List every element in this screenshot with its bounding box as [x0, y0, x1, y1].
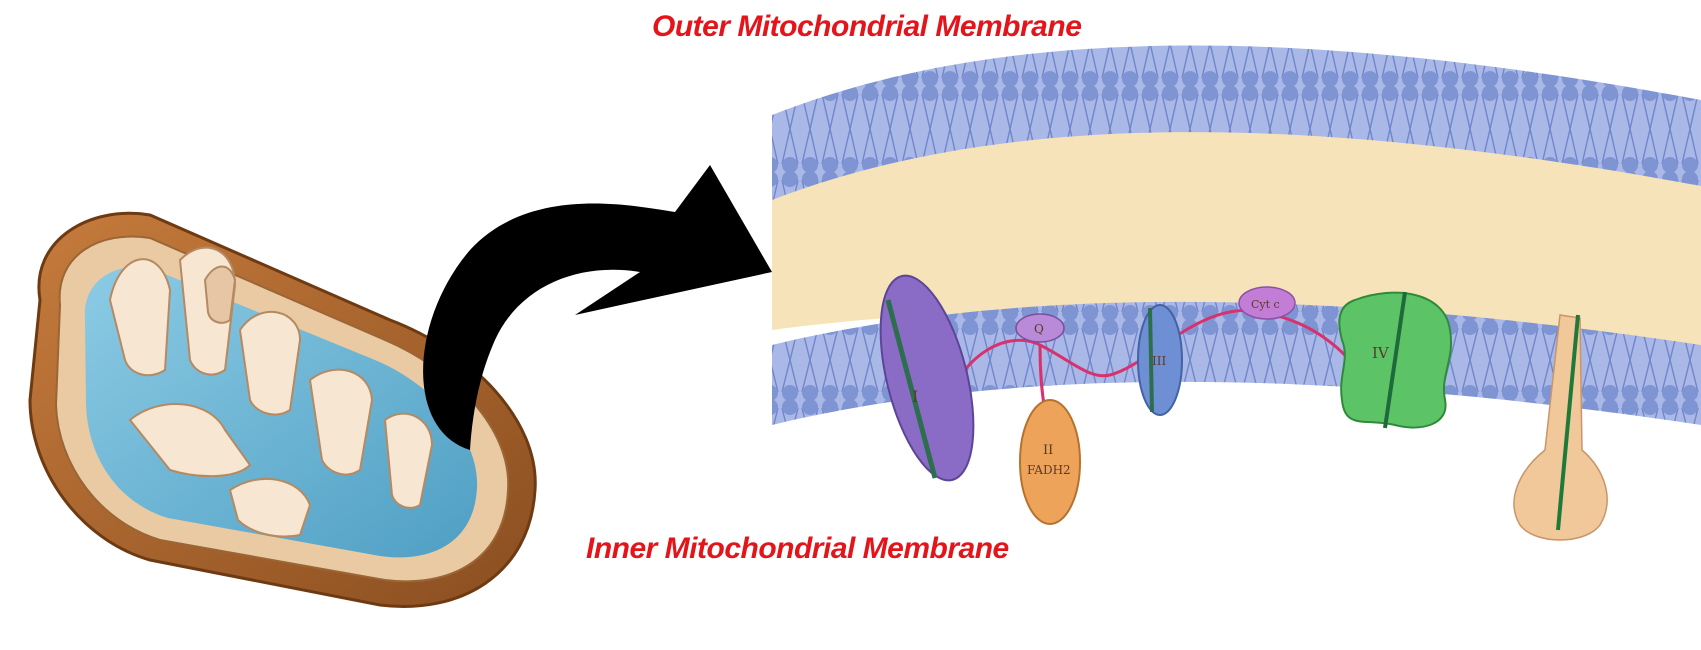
- complex-IV: IV: [1339, 292, 1451, 428]
- complex-III: III: [1138, 305, 1182, 415]
- complex-II-label: II: [1043, 443, 1053, 458]
- cytc-label: Cyt c: [1251, 298, 1280, 311]
- outer-membrane-label: Outer Mitochondrial Membrane: [652, 10, 1081, 44]
- inner-membrane-label: Inner Mitochondrial Membrane: [586, 532, 1009, 566]
- complex-III-label: III: [1152, 354, 1166, 368]
- ubiquinone-q: Q: [1016, 314, 1064, 342]
- q-label: Q: [1034, 322, 1044, 336]
- cytochrome-c: Cyt c: [1239, 287, 1295, 319]
- complex-II: II FADH2: [1020, 400, 1080, 524]
- complex-II-fadh2-label: FADH2: [1027, 463, 1071, 477]
- complex-IV-label: IV: [1372, 344, 1390, 362]
- complex-I-label: I: [912, 387, 918, 406]
